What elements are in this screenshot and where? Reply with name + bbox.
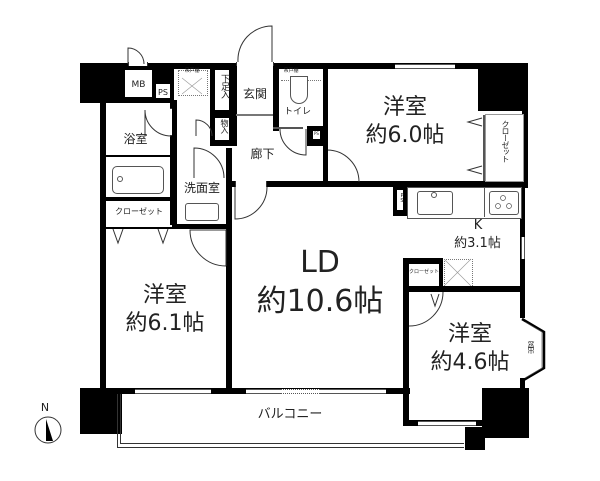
washbasin	[185, 203, 219, 221]
toilet-door-swing	[279, 128, 307, 156]
hanging-cabinet-toilet-label: 吊戸棚	[283, 68, 299, 74]
compass-icon	[34, 416, 62, 444]
storage-door-swing	[195, 119, 213, 137]
hanging-cabinet-wash	[178, 70, 208, 96]
room2-area: 約6.1帖	[125, 311, 205, 336]
room2-name: 洋室	[142, 283, 187, 308]
bath-door-swing	[144, 109, 172, 137]
bathtub-drain	[117, 176, 123, 182]
balcony-inner	[120, 394, 464, 444]
wall-top	[125, 63, 478, 69]
ld-area: 約10.6帖	[256, 284, 384, 319]
ld-name: LD	[300, 245, 340, 280]
window-room2-bottom	[135, 389, 211, 394]
entrance-label: 玄関	[242, 87, 267, 101]
closet-right-label: クローゼット	[501, 120, 510, 162]
closet-left-bottom	[106, 227, 174, 229]
storage	[215, 118, 229, 140]
wall-ld-left	[226, 186, 232, 391]
ps-label: PS	[158, 88, 168, 97]
kitchen-faucet	[431, 192, 437, 198]
ps-toilet-box	[313, 131, 320, 139]
window-kitchen	[521, 237, 525, 259]
toilet-label: トイレ	[283, 107, 311, 117]
shoe-storage-label: 下足入	[219, 74, 229, 98]
ps-box	[156, 84, 170, 98]
toilet-bottom-wall	[273, 127, 303, 129]
column-bottom-left	[80, 388, 122, 434]
kitchen-name: K	[473, 218, 483, 233]
closet-right-doors	[466, 117, 483, 175]
bath-divider	[106, 155, 171, 157]
wall-room3-left	[403, 288, 409, 426]
ps-toilet-label: PS	[314, 131, 319, 136]
room3-area: 約4.6帖	[430, 350, 510, 375]
entrance-door-swing	[237, 25, 273, 63]
room3-name: 洋室	[447, 322, 492, 347]
hanging-cabinet-wash-label: 吊戸棚	[184, 68, 200, 74]
stove-burners	[495, 195, 512, 209]
balcony-label: バルコニー	[257, 407, 323, 422]
hallway-label: 廊下	[250, 147, 275, 161]
column-bottom-right	[482, 388, 529, 438]
wall-washroom-left	[172, 100, 177, 228]
fridge-space-x	[443, 258, 472, 287]
kitchen-stove	[489, 191, 519, 215]
washroom-door-swing	[193, 147, 225, 179]
wash-bottom-wall	[172, 224, 232, 229]
wall-right-room3	[520, 288, 525, 318]
bathroom-label: 浴室	[123, 132, 148, 146]
room2-door-swing	[189, 229, 227, 267]
wall-hall-bottom	[228, 181, 528, 187]
closet-left-doors	[112, 228, 169, 245]
bay-window	[521, 317, 546, 383]
wall-kitchen-room3	[403, 286, 523, 292]
wall-ld-right	[403, 258, 409, 293]
wall-toilet-right	[323, 66, 328, 146]
mb-box	[125, 70, 152, 97]
column-top-right	[478, 63, 528, 111]
kitchen-area: 約3.1帖	[454, 236, 501, 251]
mb-door-swing	[127, 47, 145, 65]
shoe-storage	[215, 70, 229, 110]
bath-bottom-wall	[100, 197, 175, 201]
window-room3-bottom	[418, 421, 476, 426]
window-ld-screen	[280, 389, 320, 394]
ps-kitchen-label: PS	[399, 193, 405, 203]
closet-kitchen	[409, 264, 439, 286]
wall-left	[100, 100, 106, 390]
wall-right-room3-low	[520, 378, 525, 390]
room3-closet-door	[408, 291, 444, 327]
closet-kitchen-label: クローゼット	[409, 269, 440, 275]
balcony	[117, 394, 464, 448]
closet-right	[485, 114, 524, 182]
hanging-cabinet-wash-x	[181, 77, 203, 95]
room1-name: 洋室	[382, 95, 427, 120]
compass-north-label: N	[40, 401, 50, 414]
bay-window-label: 出窓	[527, 342, 535, 354]
washroom-label: 洗面室	[183, 181, 220, 195]
storage-label: 物入	[220, 119, 229, 133]
wall-room1-left	[323, 140, 328, 185]
room1-door-swing	[326, 149, 360, 183]
window-top-room1	[395, 64, 455, 69]
ld-door-swing	[234, 186, 268, 220]
column-bottom-right-2	[465, 427, 485, 450]
closet-left-label: クローゼット	[115, 207, 163, 216]
room1-area: 約6.0帖	[365, 123, 445, 148]
toilet-bowl	[290, 76, 308, 104]
mb-label: MB	[131, 80, 146, 90]
closet-right-front	[483, 115, 485, 181]
ps-kitchen-box	[397, 190, 403, 210]
wall-toilet-left	[273, 66, 279, 131]
entrance-step	[236, 114, 274, 116]
wall-right-upper	[522, 108, 528, 188]
column-top-left	[80, 63, 125, 103]
stove-divider	[484, 187, 485, 217]
hall-ld-opening	[235, 181, 267, 187]
